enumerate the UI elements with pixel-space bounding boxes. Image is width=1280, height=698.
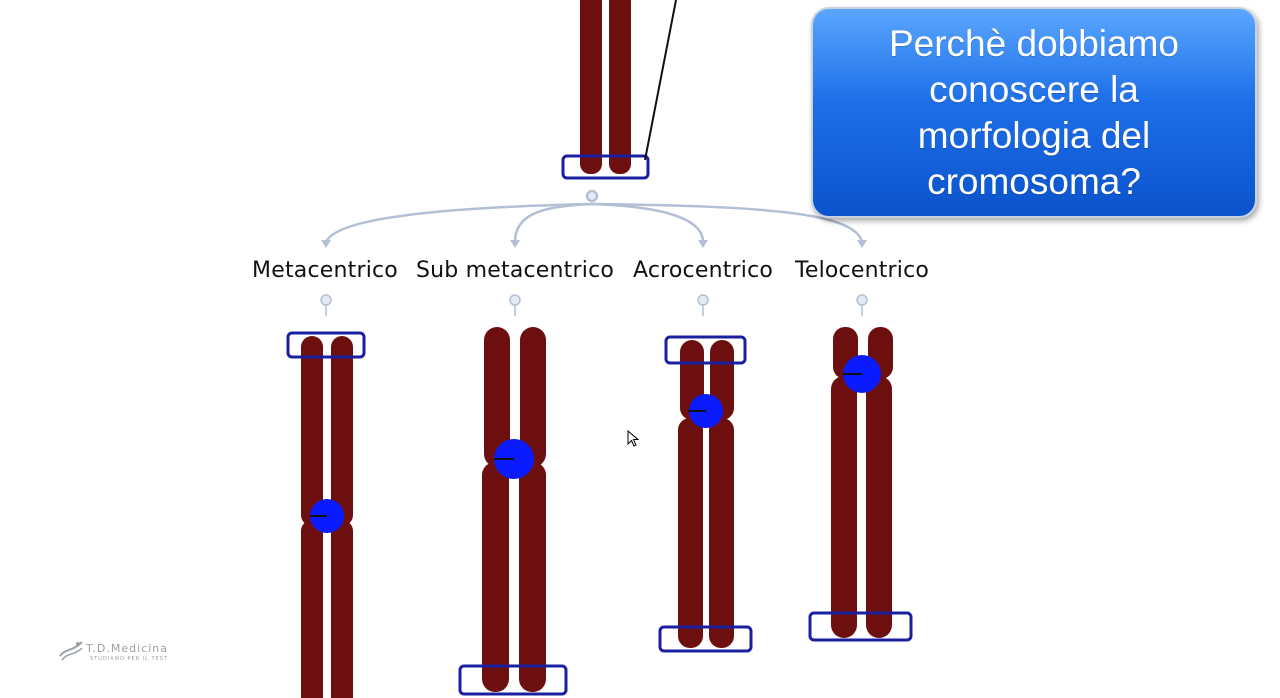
parent-pointer-line <box>644 0 677 161</box>
submetacentric-telomere-box <box>458 664 568 696</box>
parent-telomere-box <box>561 154 650 180</box>
label-telocentric: Telocentrico <box>794 258 930 283</box>
acrocentric-chromosome <box>658 335 753 653</box>
acrocentric-bottom-box <box>658 625 753 653</box>
logo-mark-icon <box>59 641 83 661</box>
telocentric-chromosome <box>808 327 913 642</box>
parent-node-dot <box>585 189 599 203</box>
logo-name: T.D.Medicina <box>86 642 168 655</box>
acrocentric-top-box <box>664 335 747 365</box>
label-submetacentric: Sub metacentrico <box>415 258 615 283</box>
parent-chromosome <box>561 0 677 180</box>
question-text: Perchè dobbiamo conoscere la morfologia … <box>888 22 1180 202</box>
label-metacentric: Metacentrico <box>252 258 398 283</box>
label-acrocentric: Acrocentrico <box>632 258 774 283</box>
category-node-dots <box>320 294 868 316</box>
mouse-cursor-icon <box>627 430 640 447</box>
logo-tagline: STUDIAMO PER IL TEST <box>90 656 169 662</box>
metacentric-chromosome <box>286 331 366 698</box>
submetacentric-chromosome <box>458 327 568 696</box>
metacentric-telomere-box <box>286 331 366 359</box>
question-callout: Perchè dobbiamo conoscere la morfologia … <box>811 7 1257 218</box>
telocentric-telomere-box <box>808 611 913 642</box>
tree-connector <box>321 189 867 248</box>
